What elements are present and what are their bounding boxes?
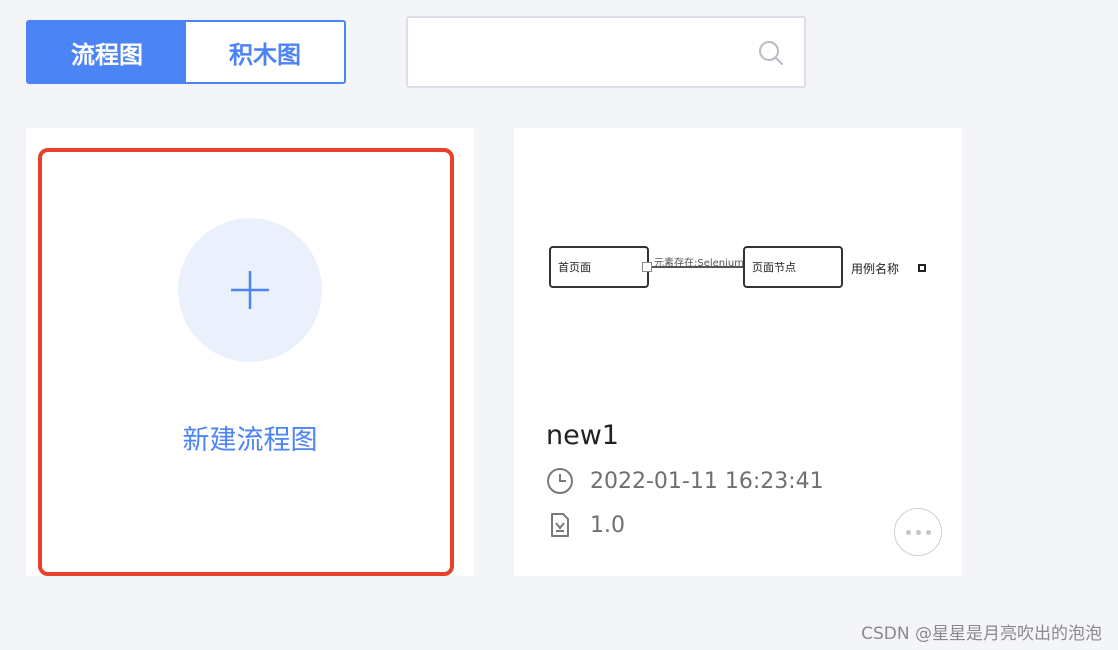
thumbnail-edge: [652, 266, 743, 268]
thumbnail-port: [642, 262, 652, 272]
more-dot-icon: [915, 529, 921, 535]
more-dot-icon: [905, 529, 911, 535]
watermark: CSDN @星星是月亮吹出的泡泡: [861, 624, 1102, 644]
clock-icon: [547, 468, 573, 494]
thumbnail-case-label: 用例名称: [851, 262, 900, 276]
search-input[interactable]: [420, 32, 744, 74]
thumbnail-node-home: 首页面: [549, 246, 649, 288]
search-icon[interactable]: [758, 40, 784, 66]
flowchart-title: new1: [546, 420, 619, 451]
add-flowchart-button[interactable]: [178, 218, 322, 362]
flowchart-version: 1.0: [546, 511, 625, 539]
highlight-frame: [38, 148, 454, 576]
flowchart-thumbnail[interactable]: 首页面 元素存在:Selenium 页面节点 用例名称: [514, 128, 962, 388]
new-flowchart-label[interactable]: 新建流程图: [182, 425, 318, 456]
tab-flowchart[interactable]: 流程图: [28, 22, 186, 82]
flowchart-card[interactable]: 首页面 元素存在:Selenium 页面节点 用例名称 new1 2022-01…: [514, 128, 962, 576]
search-box: [406, 16, 806, 88]
more-dot-icon: [925, 529, 931, 535]
flowchart-timestamp: 2022-01-11 16:23:41: [546, 467, 824, 495]
thumbnail-case-box: [918, 264, 926, 272]
new-flowchart-card[interactable]: 新建流程图: [26, 128, 474, 576]
thumbnail-node-page: 页面节点: [743, 246, 843, 288]
timestamp-text: 2022-01-11 16:23:41: [590, 468, 824, 494]
version-icon: [551, 513, 569, 537]
more-options-button[interactable]: [894, 508, 942, 556]
version-text: 1.0: [590, 512, 625, 538]
plus-icon: [231, 271, 269, 309]
tab-blocks[interactable]: 积木图: [229, 40, 301, 69]
thumbnail-edge-label: 元素存在:Selenium: [654, 258, 743, 269]
flow-type-tabs: 流程图 积木图: [26, 20, 346, 84]
